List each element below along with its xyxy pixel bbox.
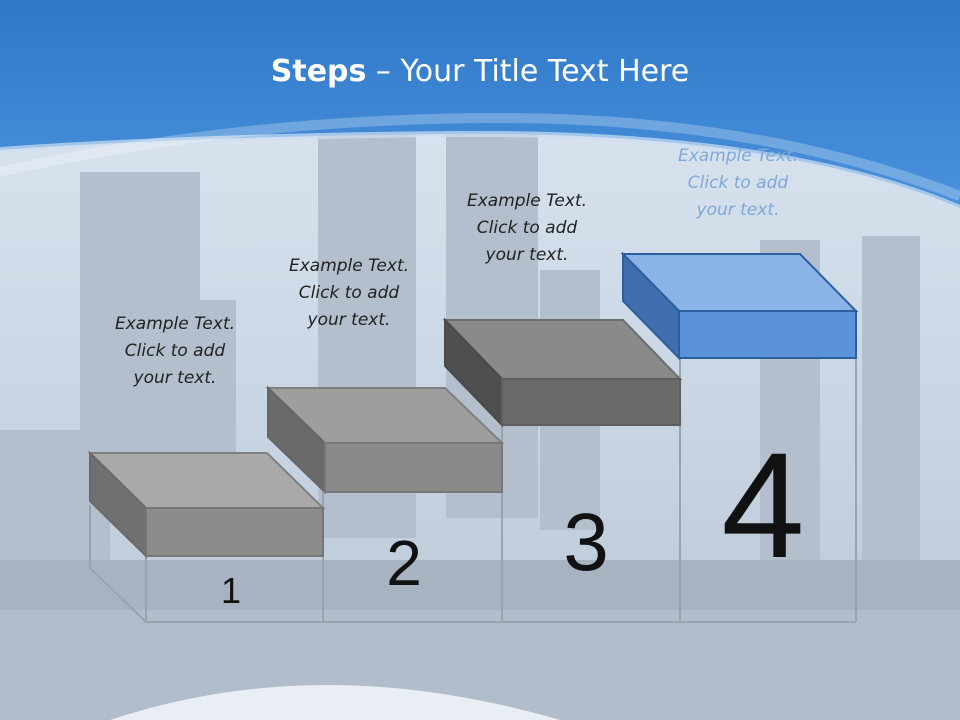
bridge-arc bbox=[110, 685, 560, 720]
step-2-number: 2 bbox=[386, 527, 422, 599]
step-4-caption[interactable]: Example Text. Click to add your text. bbox=[638, 143, 838, 224]
caption-line: Example Text. bbox=[466, 191, 588, 211]
caption-line: Click to add bbox=[298, 283, 400, 303]
title-rest: – Your Title Text Here bbox=[366, 54, 690, 89]
step-2-block[interactable] bbox=[265, 385, 505, 495]
step-1-caption[interactable]: Example Text. Click to add your text. bbox=[75, 311, 275, 392]
caption-line: Example Text. bbox=[288, 256, 410, 276]
slide-title[interactable]: Steps – Your Title Text Here bbox=[0, 54, 960, 89]
caption-line: Example Text. bbox=[114, 314, 236, 334]
step-1-number: 1 bbox=[221, 570, 241, 611]
caption-line: Click to add bbox=[687, 173, 789, 193]
step-4-number: 4 bbox=[721, 421, 804, 589]
caption-line: Click to add bbox=[476, 218, 578, 238]
step-1-block[interactable] bbox=[87, 450, 326, 559]
caption-line: your text. bbox=[307, 310, 391, 330]
title-bold: Steps bbox=[270, 54, 367, 89]
step-4-block[interactable] bbox=[620, 251, 859, 361]
caption-line: Example Text. bbox=[677, 146, 799, 166]
caption-line: Click to add bbox=[124, 341, 226, 361]
step-3-block[interactable] bbox=[442, 317, 683, 428]
header-band bbox=[0, 0, 960, 208]
step-3-number: 3 bbox=[563, 497, 609, 588]
caption-line: your text. bbox=[133, 368, 217, 388]
step-2-caption[interactable]: Example Text. Click to add your text. bbox=[249, 253, 449, 334]
caption-line: your text. bbox=[696, 200, 780, 220]
step-3-caption[interactable]: Example Text. Click to add your text. bbox=[427, 188, 627, 269]
caption-line: your text. bbox=[485, 245, 569, 265]
